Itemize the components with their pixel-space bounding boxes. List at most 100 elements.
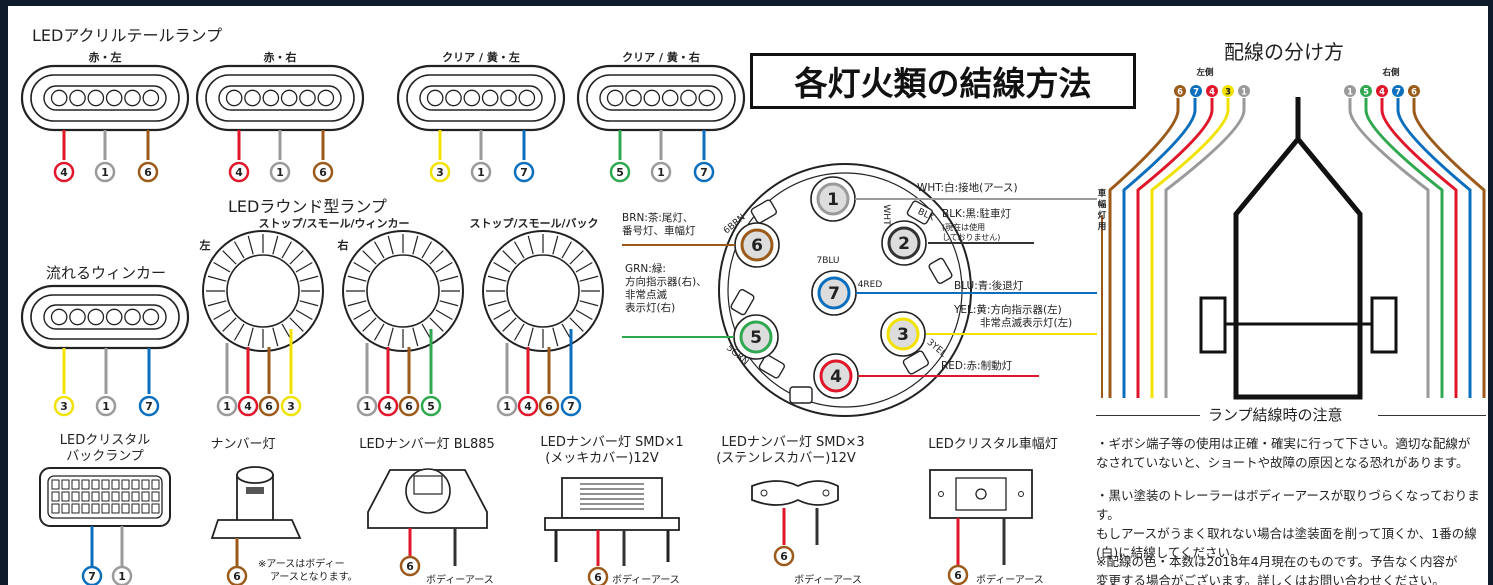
round-seg bbox=[206, 283, 226, 287]
round-seg bbox=[277, 238, 286, 257]
round-seg bbox=[346, 283, 366, 287]
wiring-right-wire bbox=[1380, 98, 1458, 398]
led-dot bbox=[124, 89, 141, 107]
crystal-cell bbox=[121, 491, 130, 502]
round-seg-divider bbox=[493, 261, 511, 273]
bottom-title: LEDクリスタル車幅灯 bbox=[928, 437, 1057, 452]
round-seg-divider bbox=[527, 235, 534, 255]
connector-pin-ring bbox=[816, 182, 850, 216]
connector-pin-ring bbox=[817, 276, 851, 310]
round-seg bbox=[367, 245, 381, 262]
round-seg-divider bbox=[487, 300, 507, 307]
round-seg-divider bbox=[247, 327, 254, 347]
pin-number: 1 bbox=[503, 400, 511, 413]
round-seg bbox=[417, 325, 426, 344]
round-seg bbox=[486, 283, 506, 287]
round-seg-divider bbox=[222, 317, 237, 332]
note-3-line-b: 変更する場合がございます。詳しくはお問い合わせください。 bbox=[1096, 573, 1445, 585]
round-seg bbox=[565, 245, 579, 262]
crystal-cell bbox=[151, 491, 160, 502]
led-dot bbox=[142, 89, 160, 107]
round-seg bbox=[357, 313, 374, 327]
round-seg-divider bbox=[373, 241, 385, 259]
round-seg-divider bbox=[493, 309, 511, 321]
round-seg-divider bbox=[579, 300, 599, 307]
bottom-title: ナンバー灯 bbox=[210, 437, 275, 452]
connector-label: 方向指示器(右)、 bbox=[625, 275, 707, 288]
bottom-title: LEDクリスタル bbox=[60, 433, 150, 448]
crystal-cell bbox=[61, 491, 70, 502]
round-seg-divider bbox=[502, 250, 517, 265]
connector-label: 非常点滅表示灯(左) bbox=[980, 316, 1072, 329]
connector-pin-ring bbox=[739, 320, 773, 354]
pin-dot-4 bbox=[1376, 85, 1388, 97]
note-3: ※配線の色・本数は2018年4月現在のものです。予告なく内容が 変更する場合がご… bbox=[1096, 552, 1458, 585]
round-side-left: 左 bbox=[199, 238, 211, 252]
wiring-left-wire bbox=[1164, 98, 1246, 398]
smd3-hole bbox=[822, 489, 830, 497]
pin-badge-4 bbox=[228, 161, 250, 183]
bottom-title: アースとなります。 bbox=[270, 571, 358, 583]
pin-number: 4 bbox=[524, 400, 532, 413]
top-frame bbox=[0, 0, 1493, 6]
round-seg bbox=[277, 325, 286, 344]
round-seg bbox=[497, 255, 514, 269]
notes-header-row: ランプ結線時の注意 bbox=[1096, 404, 1488, 426]
pin-badge-5 bbox=[609, 161, 631, 183]
note-2-line-c: (白)に結線してください。 bbox=[1096, 545, 1243, 560]
crystal-cell bbox=[131, 479, 140, 490]
crystal-cell bbox=[131, 503, 140, 514]
pin-badge-4 bbox=[53, 161, 75, 183]
pin-dot-number: 6 bbox=[1411, 87, 1417, 97]
notes-header: ランプ結線時の注意 bbox=[1208, 406, 1343, 424]
smd1-lamp bbox=[561, 477, 663, 519]
note-1: ・ギボシ端子等の使用は正確・確実に行って下さい。適切な配線が なされていないと、… bbox=[1096, 434, 1470, 472]
round-seg bbox=[417, 238, 426, 257]
pin-number: 1 bbox=[118, 570, 126, 583]
round-seg bbox=[425, 245, 439, 262]
connector-label: 非常点滅 bbox=[625, 288, 667, 301]
round-seg bbox=[217, 313, 234, 327]
round-seg-divider bbox=[421, 241, 433, 259]
crystal-cell bbox=[91, 503, 100, 514]
pin-dot-4 bbox=[1206, 85, 1218, 97]
pin-dot-number: 1 bbox=[1241, 87, 1247, 97]
connector-tag: 4RED bbox=[858, 280, 883, 290]
connector-tag: WHT bbox=[881, 204, 891, 226]
round-seg bbox=[507, 245, 521, 262]
pin-dot-5 bbox=[1360, 85, 1372, 97]
led-dot bbox=[105, 308, 123, 326]
round-seg bbox=[227, 320, 241, 337]
round-seg bbox=[292, 313, 309, 327]
round-seg-divider bbox=[527, 327, 534, 347]
round-seg bbox=[395, 328, 399, 348]
pin-badge-7 bbox=[693, 161, 715, 183]
round-seg-divider bbox=[569, 317, 584, 332]
led-dot bbox=[50, 308, 68, 326]
round-seg-divider bbox=[299, 300, 319, 307]
round-seg-divider bbox=[502, 317, 517, 332]
led-dot bbox=[124, 308, 141, 326]
round-seg-divider bbox=[347, 275, 367, 282]
pin-badge-1 bbox=[650, 161, 672, 183]
smd1-base bbox=[544, 517, 680, 531]
wiring-vertical-char: 用 bbox=[1097, 222, 1107, 232]
crystal-cell bbox=[111, 479, 120, 490]
round-seg bbox=[227, 245, 241, 262]
round-seg-divider bbox=[513, 323, 525, 341]
trailer-wheel-right bbox=[1370, 296, 1398, 354]
round-lamp-inner bbox=[226, 254, 300, 328]
note-2: ・黒い塗装のトレーラーはボディーアースが取りづらくなっております。 もしアースが… bbox=[1096, 486, 1493, 562]
connector-pin-number: 2 bbox=[898, 234, 910, 254]
main-title: 各灯火類の結線方法 bbox=[794, 64, 1092, 103]
pin-badge-4 bbox=[377, 395, 399, 417]
pin-number: 6 bbox=[144, 166, 152, 179]
round-seg bbox=[572, 313, 589, 327]
led-dot bbox=[87, 308, 105, 326]
connector-label: BRN:茶:尾灯、 bbox=[622, 211, 693, 224]
round-seg bbox=[217, 255, 234, 269]
round-seg-divider bbox=[295, 309, 313, 321]
pin-dot-number: 4 bbox=[1209, 87, 1215, 97]
pin-badge-1 bbox=[470, 161, 492, 183]
round-lamp-inner bbox=[366, 254, 440, 328]
